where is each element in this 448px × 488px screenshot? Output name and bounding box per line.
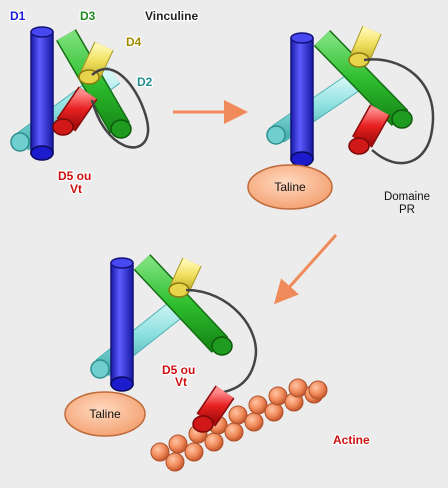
label-talin: Taline <box>89 407 121 421</box>
actin-bead <box>248 395 268 415</box>
label-d5-line1: D5 ou <box>58 169 91 183</box>
pr-linker <box>363 58 435 165</box>
actin-bead <box>308 380 328 400</box>
d5-cylinder <box>192 385 235 433</box>
arrow-down-left-icon <box>273 233 338 305</box>
d4-cylinder <box>168 257 202 298</box>
label-d5-line2: Vt <box>70 182 82 196</box>
talin-blob: Taline <box>247 164 333 210</box>
d3-cylinder <box>313 29 413 129</box>
label-d1: D1 <box>10 9 26 23</box>
label-d4: D4 <box>126 35 142 49</box>
d1-cylinder <box>110 257 134 392</box>
label-vinculin: Vinculine <box>145 9 198 23</box>
actin-bead <box>288 378 308 398</box>
vinculin-inactive: D1 D3 Vinculine D4 D2 D5 ou Vt <box>9 8 200 198</box>
actin-bead <box>204 432 224 452</box>
actin-bead <box>165 452 185 472</box>
label-d2: D2 <box>137 75 153 89</box>
label-pr-line2: PR <box>399 204 415 216</box>
actin-bead <box>150 442 170 462</box>
d5-cylinder <box>52 86 98 136</box>
vinculin-talin-bound: Taline Domaine PR <box>247 25 435 216</box>
label-d3: D3 <box>80 9 96 23</box>
label-talin: Taline <box>274 180 306 194</box>
actin-bead <box>244 412 264 432</box>
pr-linker <box>90 67 150 149</box>
d1-cylinder <box>30 26 54 161</box>
actin-bead <box>264 402 284 422</box>
d3-cylinder <box>133 254 233 356</box>
label-d5-line2: Vt <box>175 375 187 389</box>
actin-bead <box>184 442 204 462</box>
actin-bead <box>268 386 288 406</box>
label-pr-line1: Domaine <box>384 191 430 203</box>
actin-filament <box>150 378 328 472</box>
vinculin-active: Taline D5 ou V <box>64 254 371 472</box>
d5-cylinder <box>348 104 391 155</box>
pr-linker <box>185 288 258 394</box>
d4-cylinder <box>348 25 382 68</box>
talin-blob: Taline <box>64 391 146 437</box>
actin-bead <box>224 422 244 442</box>
actin-bead <box>168 434 188 454</box>
d1-cylinder <box>290 32 314 167</box>
label-d5-line1: D5 ou <box>162 363 195 377</box>
label-actin: Actine <box>333 433 370 447</box>
actin-bead <box>228 405 248 425</box>
